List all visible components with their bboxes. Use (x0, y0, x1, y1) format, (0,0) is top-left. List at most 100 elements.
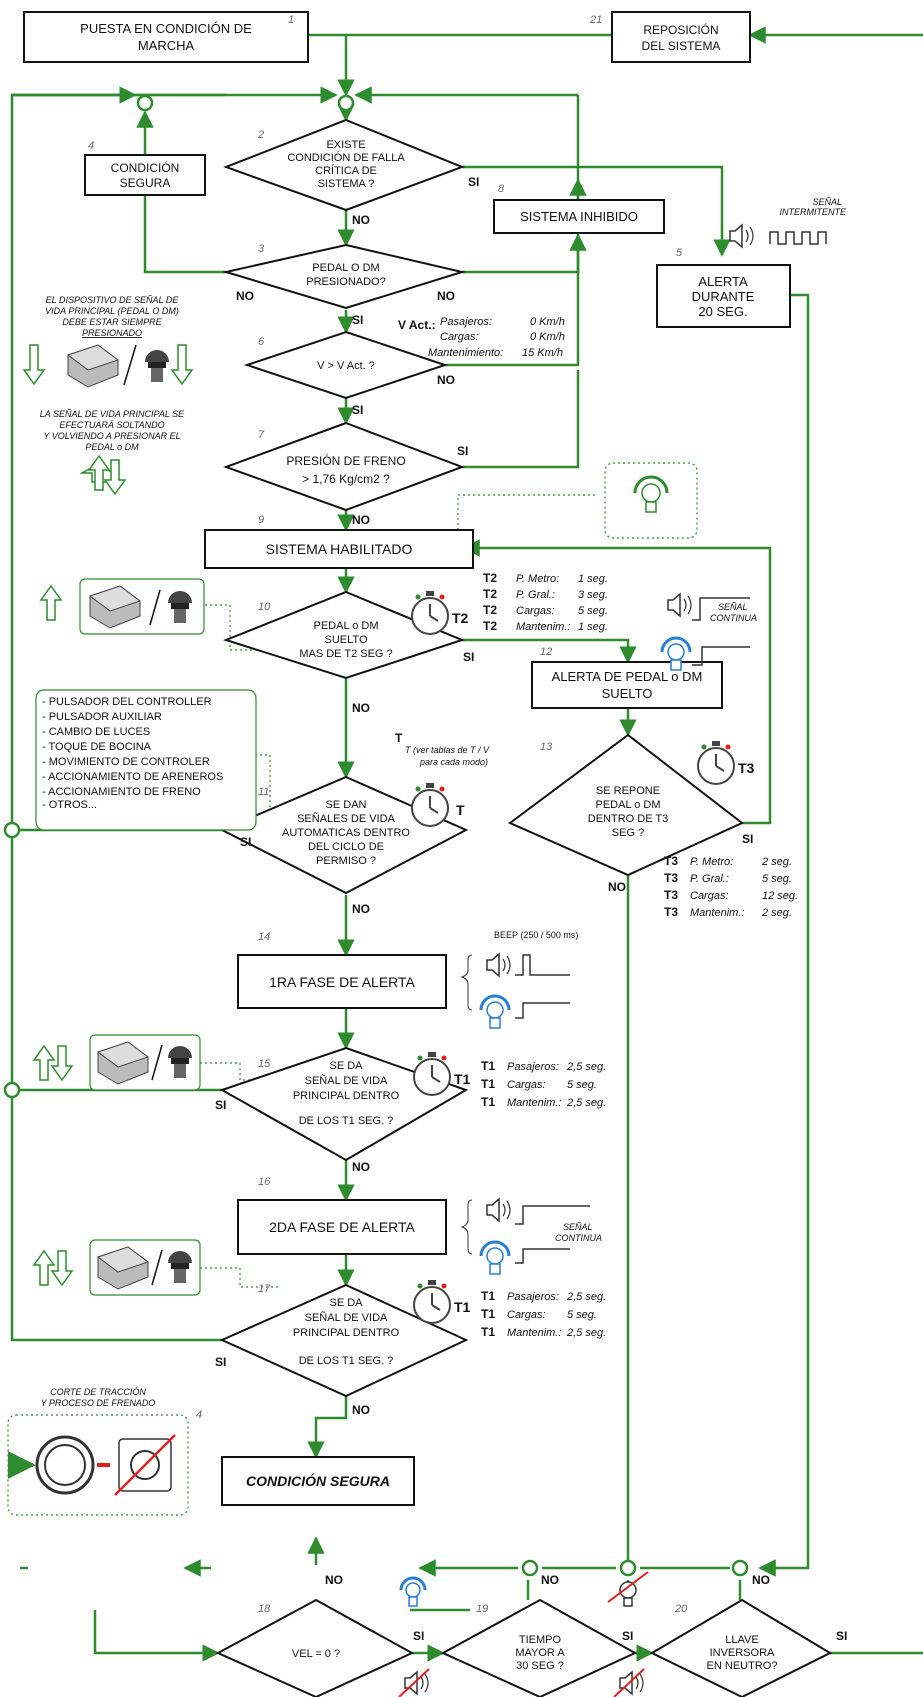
t1-value: 2,5 seg. (566, 1291, 606, 1303)
stopwatch-icon (697, 741, 735, 785)
up-down-arrows-icon (87, 454, 127, 496)
device-led-icon (399, 1576, 427, 1607)
decision-3-label: PEDAL O DM (312, 262, 379, 274)
step-number: 10 (258, 601, 271, 613)
continuous-signal-icon (515, 1205, 590, 1225)
speaker-icon (486, 1197, 511, 1223)
push-button-icon (168, 1251, 192, 1283)
no-label: NO (541, 1573, 559, 1587)
no-label: NO (352, 1160, 370, 1174)
decision-13 (508, 733, 744, 877)
no-label: NO (437, 289, 455, 303)
push-button-icon (168, 1046, 192, 1078)
step-1-label: PUESTA EN CONDICIÓN DE (80, 21, 252, 36)
no-label: NO (325, 1573, 343, 1587)
si-label: SI (463, 650, 474, 664)
no-traction-icon (114, 1434, 176, 1496)
decision-2 (223, 118, 465, 212)
note-corte: Y PROCESO DE FRENADO (41, 1398, 156, 1408)
si-label: SI (240, 835, 251, 849)
step-12-label: ALERTA DE PEDAL o DM (552, 669, 703, 684)
no-label: NO (352, 1403, 370, 1417)
t2-label: T2 (483, 587, 497, 601)
decision-15-label: SE DA (329, 1060, 363, 1072)
t3-mode: P. Metro: (690, 856, 733, 868)
t1-mode: Mantenim.: (507, 1097, 561, 1109)
step-number: 8 (498, 183, 505, 195)
step-number: 3 (258, 243, 265, 255)
no-label: NO (352, 701, 370, 715)
note-senal-vida: EFECTUARÁ SOLTANDO (59, 420, 164, 430)
step-16-label: 2DA FASE DE ALERTA (269, 1219, 415, 1235)
note-senal-intermitente: SEÑAL (812, 197, 842, 207)
senales-auto-item: - ACCIONAMIENTO DE ARENEROS (42, 771, 223, 783)
stopwatch-icon (413, 1052, 451, 1096)
step-4-label: SEGURA (120, 176, 171, 190)
step-1-label: MARCHA (138, 38, 195, 53)
si-label: SI (836, 1629, 847, 1643)
brake-wheel-icon (7, 1435, 110, 1495)
decision-17-label: DE LOS T1 SEG. ? (299, 1355, 394, 1367)
note-dispositivo: PRESIONADO (82, 328, 142, 338)
t2-label: T2 (483, 571, 497, 585)
note-dispositivo: VIDA PRINCIPAL (PEDAL O DM) (45, 306, 179, 316)
decision-17-label: SE DA (329, 1297, 363, 1309)
decision-2-label: CONDICIÓN DE FALLA (287, 151, 405, 164)
t1-label: T1 (481, 1059, 495, 1073)
decision-13-label: SE REPONE (596, 785, 660, 797)
decision-7-label: > 1,76 Kg/cm2 ? (302, 472, 390, 486)
step-21-label: DEL SISTEMA (642, 39, 721, 53)
decision-7 (223, 421, 465, 512)
decision-13-label: DENTRO DE T3 (588, 813, 668, 825)
t2-value: 3 seg. (578, 589, 608, 601)
step-4-label: CONDICIÓN (111, 160, 180, 175)
timer-label: T3 (738, 760, 755, 776)
t1-value: 2,5 seg. (566, 1061, 606, 1073)
decision-18-label: VEL = 0 ? (292, 1648, 340, 1660)
vact-mode: Pasajeros: (440, 316, 492, 328)
connector-lines (10, 26, 923, 1662)
vact-value: 0 Km/h (530, 331, 565, 343)
note-t-ver: T (ver tablas de T / V (405, 745, 490, 755)
step-4-condicion-segura-box (84, 154, 206, 196)
t1-value: 2,5 seg. (566, 1097, 606, 1109)
decision-18 (215, 1598, 415, 1697)
no-label: NO (608, 880, 626, 894)
step-1-box (23, 11, 309, 63)
decision-13-label: SEG ? (612, 827, 644, 839)
vact-value: 0 Km/h (530, 316, 565, 328)
t2-value: 5 seg. (578, 605, 608, 617)
note-dispositivo: DEBE ESTAR SIEMPRE (62, 317, 162, 327)
t3-value: 2 seg. (761, 856, 792, 868)
step-number: 14 (258, 931, 270, 943)
decision-2-label: CRÍTICA DE (315, 164, 377, 177)
si-label: SI (215, 1098, 226, 1112)
t1-label: T1 (481, 1077, 495, 1091)
note-t-ver: para cada modo) (419, 757, 488, 767)
timer-label: T (456, 802, 465, 818)
t3-label: T3 (664, 888, 678, 902)
slash-separator (151, 1044, 163, 1081)
decision-3-label: PRESIONADO? (306, 276, 385, 288)
t1-label: T1 (481, 1289, 495, 1303)
t1-mode: Mantenim.: (507, 1327, 561, 1339)
vact-value: 15 Km/h (522, 347, 563, 359)
step-number: 2 (257, 129, 264, 141)
pedal-dm-device-icon (96, 1041, 150, 1085)
device-led-icon (479, 1240, 511, 1275)
decision-6-label: V > V Act. ? (317, 360, 375, 372)
decision-11-label: AUTOMATICAS DENTRO (282, 827, 410, 839)
decision-2-label: SISTEMA ? (318, 178, 375, 190)
step-8-box (493, 199, 665, 234)
step-5-label: ALERTA (698, 274, 748, 289)
speaker-icon (486, 952, 511, 978)
t2-mode: P. Metro: (516, 573, 559, 585)
note-senal-continua: CONTINUA (555, 1233, 602, 1243)
si-label: SI (468, 175, 479, 189)
note-senal-vida: LA SEÑAL DE VIDA PRINCIPAL SE (40, 409, 185, 419)
decision-19-label: MAYOR A (515, 1647, 565, 1659)
stopwatch-icon (411, 591, 449, 635)
stopwatch-icon (413, 1280, 451, 1324)
no-label: NO (437, 373, 455, 387)
